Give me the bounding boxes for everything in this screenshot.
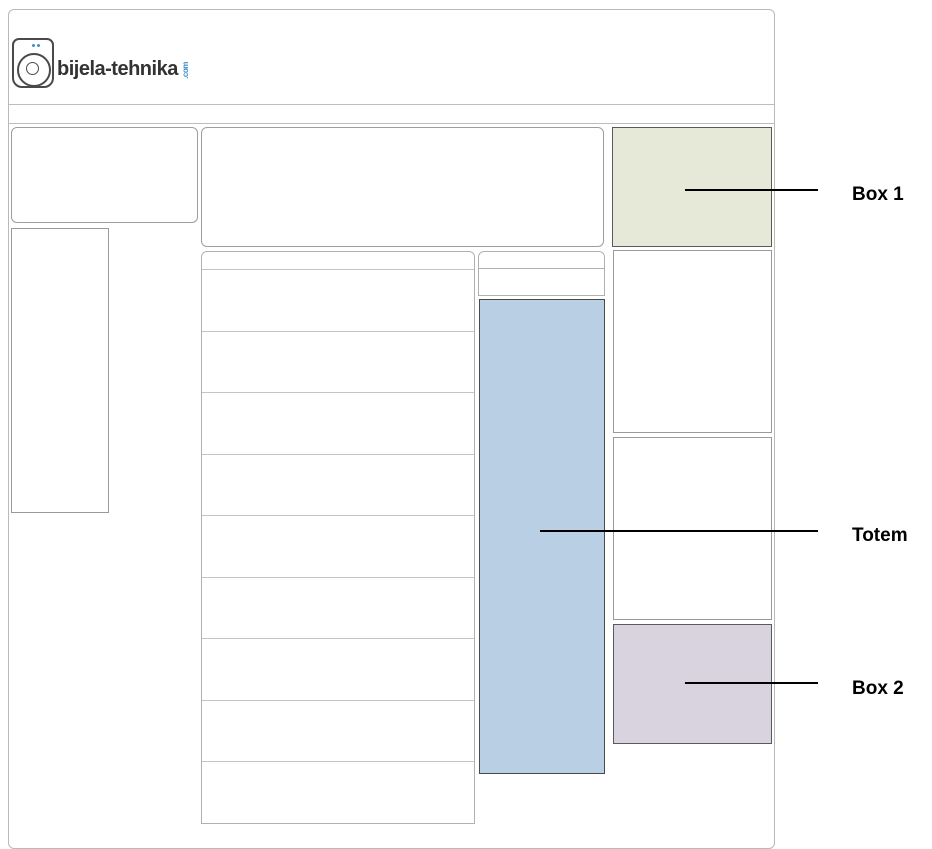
list-row-divider (202, 515, 474, 516)
totem-box (479, 299, 605, 774)
right-box-upper (613, 250, 772, 433)
header-divider (9, 104, 774, 105)
logo-wordmark: bijela-tehnika.com (57, 58, 190, 80)
nav-divider (9, 123, 774, 124)
list-row-divider (202, 638, 474, 639)
box2-label: Box 2 (852, 678, 904, 699)
logo-tld: .com (180, 62, 190, 79)
box2-leader-line (685, 682, 818, 684)
left-sidebar-box (11, 228, 109, 513)
box-2 (613, 624, 772, 744)
totem-label: Totem (852, 525, 908, 546)
main-banner-box (201, 127, 604, 247)
box1-label: Box 1 (852, 184, 904, 205)
totem-leader-line (540, 530, 818, 532)
list-row-divider (202, 454, 474, 455)
box1-leader-line (685, 189, 818, 191)
left-top-box (11, 127, 198, 223)
site-logo[interactable]: bijela-tehnika.com (12, 38, 217, 90)
box-1 (612, 127, 772, 247)
right-box-lower (613, 437, 772, 620)
list-row-divider (202, 269, 474, 270)
content-list-panel (201, 251, 475, 824)
list-row-divider (202, 331, 474, 332)
list-row-divider (202, 761, 474, 762)
list-row-divider (202, 700, 474, 701)
middle-header-box (478, 251, 605, 296)
list-row-divider (202, 577, 474, 578)
washing-machine-icon (12, 38, 54, 88)
list-row-divider (202, 392, 474, 393)
